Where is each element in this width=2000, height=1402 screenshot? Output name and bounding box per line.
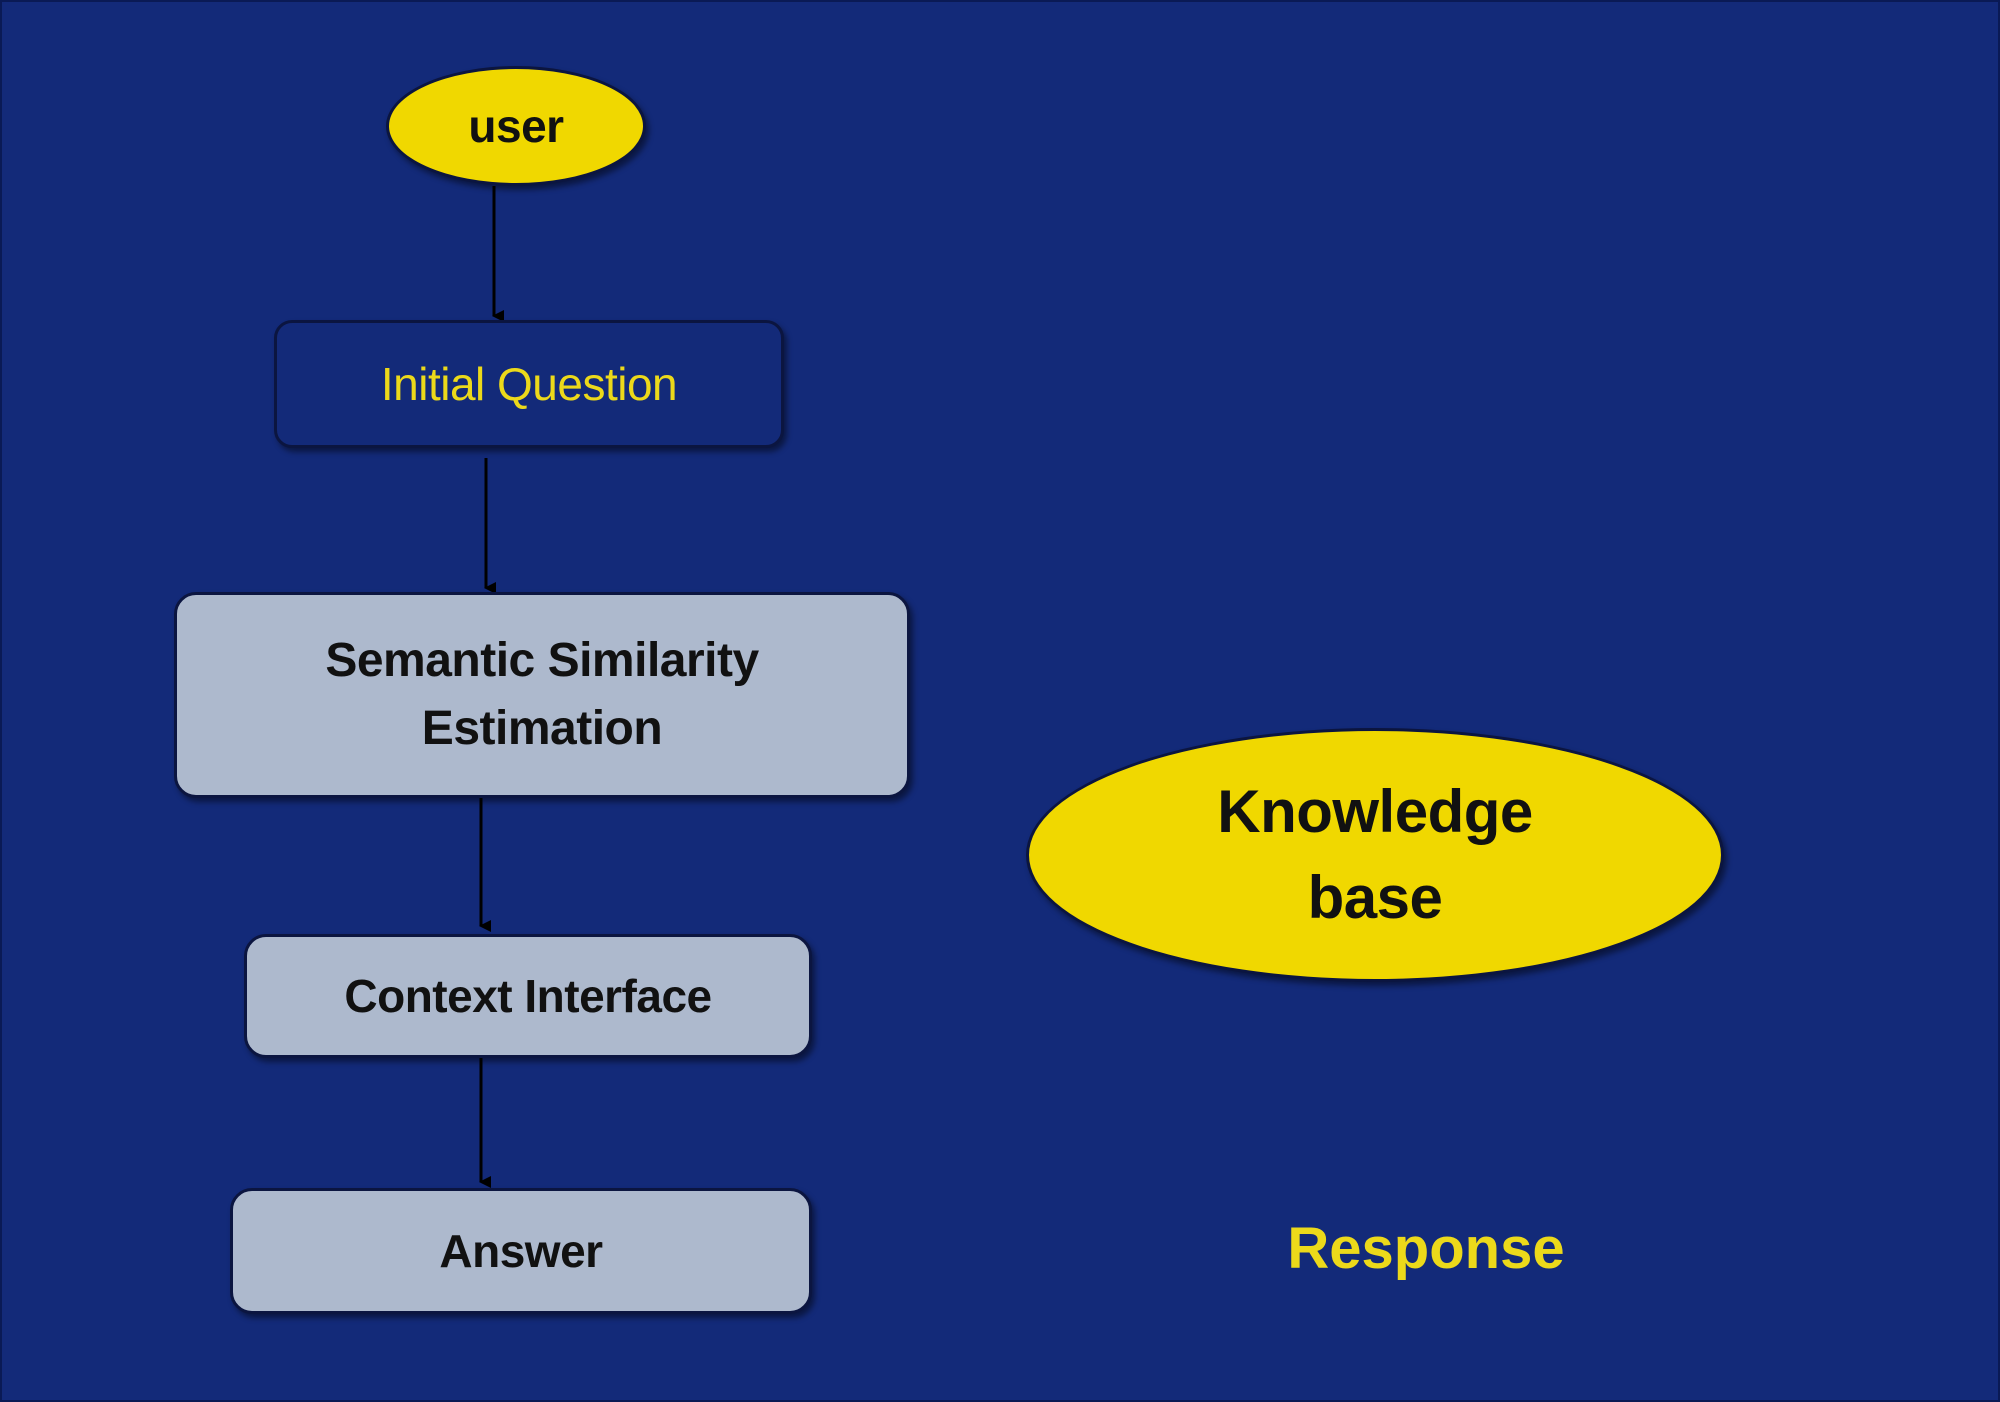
semantic-label-line2: Estimation <box>421 702 663 755</box>
knowledge-base-node: Knowledge base <box>1026 728 1724 982</box>
knowledge-label-line2: base <box>1307 864 1443 931</box>
initial-question-node: Initial Question <box>274 320 784 448</box>
semantic-similarity-node: Semantic Similarity Estimation <box>174 592 910 798</box>
answer-label: Answer <box>439 1225 603 1277</box>
answer-node: Answer <box>230 1188 812 1314</box>
user-label: user <box>468 100 564 152</box>
response-label: Response <box>1287 1216 1565 1281</box>
user-node: user <box>386 66 646 186</box>
semantic-label-line1: Semantic Similarity <box>325 634 759 687</box>
context-interface-node: Context Interface <box>244 934 812 1058</box>
context-interface-label: Context Interface <box>344 970 712 1022</box>
knowledge-label-line1: Knowledge <box>1217 778 1533 845</box>
initial-question-label: Initial Question <box>380 358 678 410</box>
